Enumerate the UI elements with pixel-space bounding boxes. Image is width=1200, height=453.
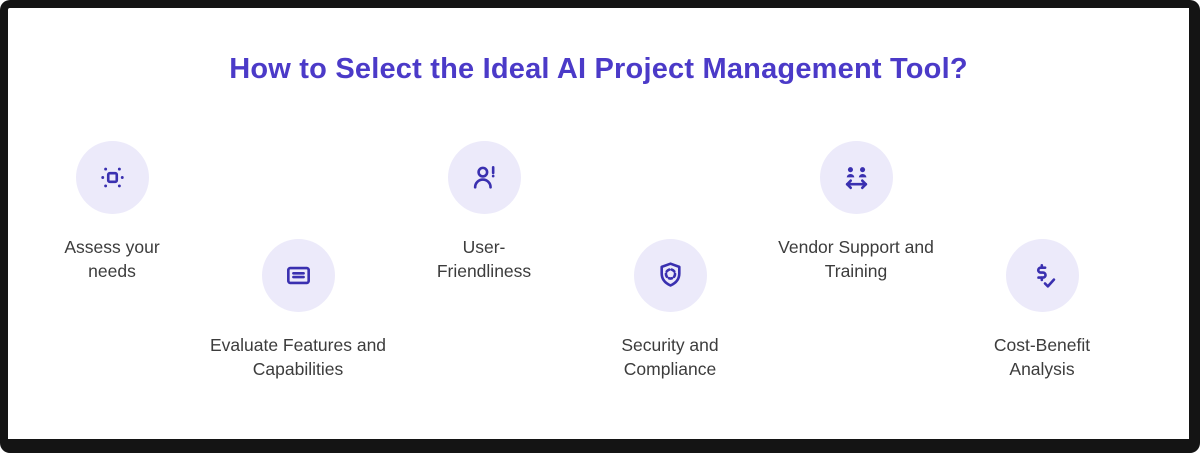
step-label: Assess your needs <box>64 235 159 283</box>
step-label-line: Vendor Support and <box>778 237 934 257</box>
step-icon-circle <box>261 239 335 312</box>
step-icon-circle <box>819 141 893 214</box>
steps-row: Assess your needs Evaluate Features and … <box>8 141 1189 381</box>
page-title: How to Select the Ideal AI Project Manag… <box>229 53 968 85</box>
step-label-line: Compliance <box>623 359 717 379</box>
step-icon-circle <box>447 141 521 214</box>
step-label-line: Capabilities <box>252 359 344 379</box>
step-label-line: Analysis <box>1009 359 1075 379</box>
step-label-line: Cost-Benefit <box>993 335 1091 355</box>
card-text-icon <box>286 266 310 285</box>
step-icon-circle <box>75 141 149 214</box>
user-alert-icon <box>473 166 494 189</box>
step-label: Cost-Benefit Analysis <box>994 333 1090 381</box>
step-label-line: Training <box>824 261 888 281</box>
dollar-check-icon <box>1036 264 1055 288</box>
step-vendor-support-and-training: Vendor Support and Training <box>763 141 949 381</box>
step-label-line: Assess your <box>64 237 160 257</box>
step-label-line: needs <box>88 261 136 281</box>
scan-focus-icon <box>100 167 124 188</box>
step-icon-circle <box>633 239 707 312</box>
step-assess-your-needs: Assess your needs <box>19 141 205 381</box>
step-security-and-compliance: Security and Compliance <box>577 239 763 381</box>
step-label-line: User- <box>462 237 506 257</box>
step-label: User- Friendliness <box>437 235 531 283</box>
step-label: Security and Compliance <box>621 333 718 381</box>
step-label: Evaluate Features and Capabilities <box>210 333 386 381</box>
step-cost-benefit-analysis: Cost-Benefit Analysis <box>949 239 1135 381</box>
step-icon-circle <box>1005 239 1079 312</box>
step-label-line: Security and <box>621 335 719 355</box>
people-exchange-icon <box>845 167 867 190</box>
step-evaluate-features-and-capabilities: Evaluate Features and Capabilities <box>205 239 391 381</box>
step-user-friendliness: User- Friendliness <box>391 141 577 381</box>
step-label-line: Friendliness <box>436 261 532 281</box>
step-label: Vendor Support and Training <box>778 235 934 283</box>
shield-scan-icon <box>659 262 681 287</box>
step-label-line: Evaluate Features and <box>209 335 387 355</box>
